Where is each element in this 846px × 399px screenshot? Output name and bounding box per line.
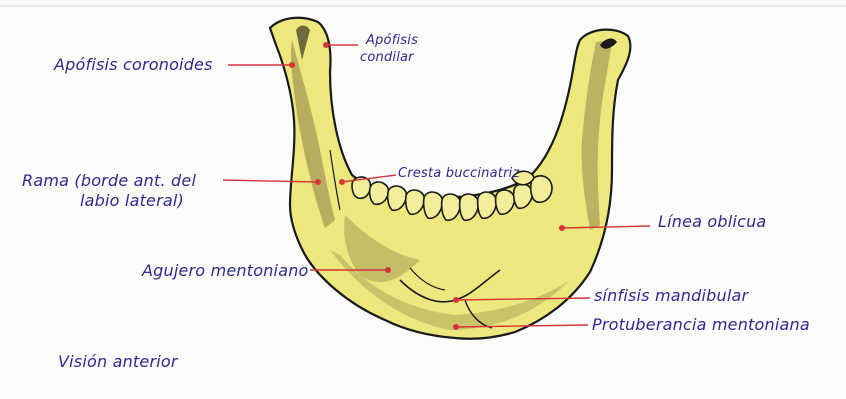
label-vision-anterior: Visión anterior [58,353,178,370]
label-protuberancia-mentoniana: Protuberancia mentoniana [592,316,810,333]
label-rama-1: Rama (borde ant. del [22,172,196,189]
label-linea-oblicua: Línea oblicua [658,213,766,230]
label-apofisis-condilar-1: Apófisis [366,34,418,48]
label-apofisis-condilar-2: condilar [360,51,414,65]
label-sinfisis-mandibular: sínfisis mandibular [594,287,748,304]
label-cresta-buccinatriz: Cresta buccinatriz [398,167,519,181]
label-rama-2: labio lateral) [80,192,184,209]
label-apofisis-coronoides: Apófisis coronoides [54,56,213,73]
label-agujero-mentoniano: Agujero mentoniano [142,262,309,279]
